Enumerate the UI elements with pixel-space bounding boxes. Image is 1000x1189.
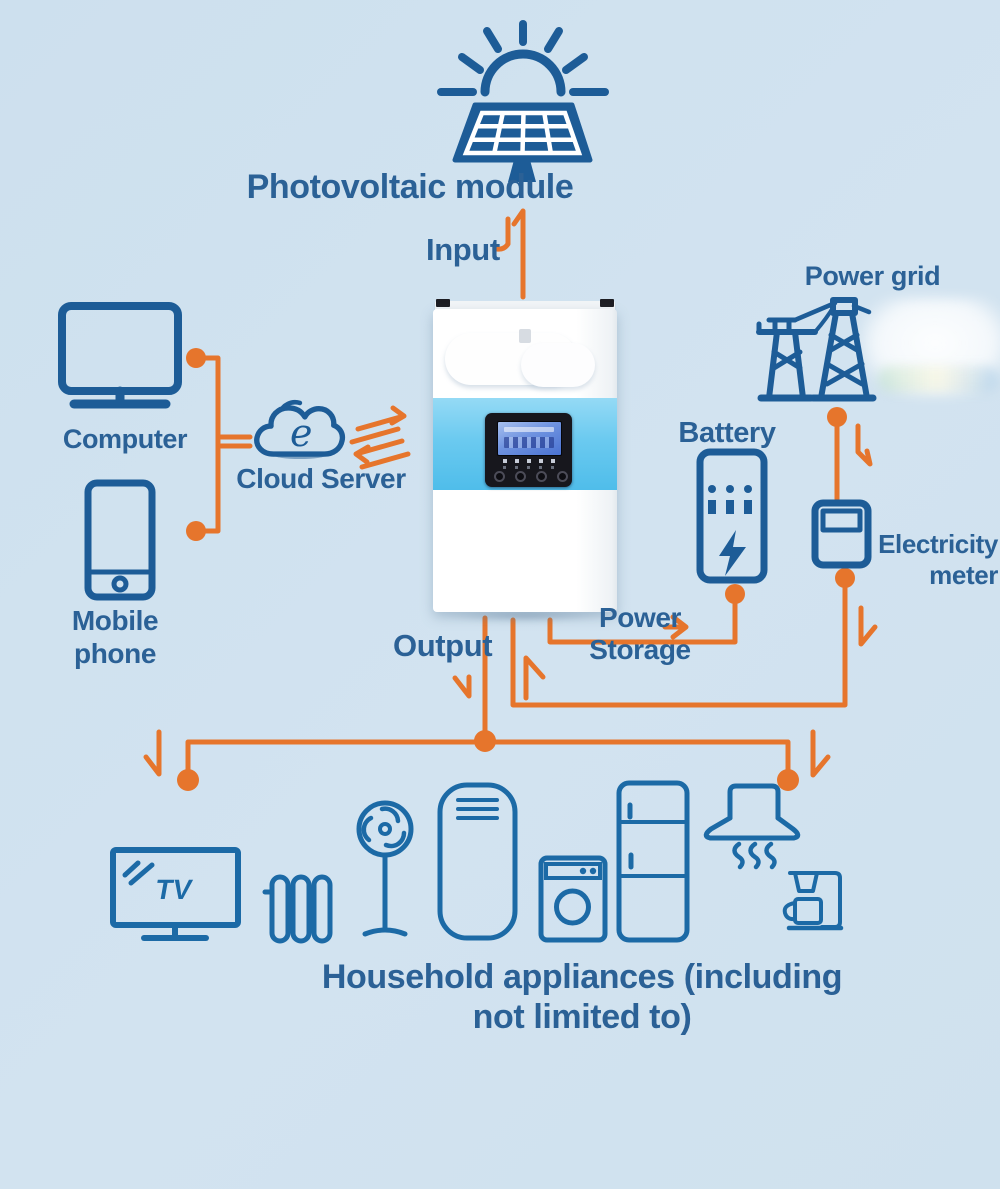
connector-dots <box>177 348 855 791</box>
arrow-bus-right-down <box>810 729 831 778</box>
connector-computer-phone <box>193 355 221 534</box>
towers-icon <box>755 290 880 405</box>
connector-input-long-arrow <box>511 208 526 300</box>
phone-icon <box>82 478 162 603</box>
radiator-icon <box>262 870 342 950</box>
inverter-shadow <box>441 609 609 622</box>
photovoltaic-label: Photovoltaic module <box>246 168 574 206</box>
connector-inverter-battery <box>547 593 738 645</box>
panel <box>452 102 593 182</box>
inverter-control-panel <box>485 413 572 487</box>
inverter-button-1 <box>494 471 505 482</box>
mobile-phone-label: Mobile phone <box>71 605 159 669</box>
exchange-arrows-icon <box>349 405 411 470</box>
washing-machine-icon <box>535 852 613 947</box>
inverter-mount-tab-right <box>600 299 614 307</box>
arrow-inverter-up <box>523 655 546 701</box>
solar-panel-icon <box>425 20 625 197</box>
electricity-meter-label: Electricity meter <box>878 529 998 590</box>
battery-terminals <box>708 485 752 576</box>
watermark-smudge <box>878 366 998 392</box>
tv-icon: TV <box>105 845 250 950</box>
power-grid-label: Power grid <box>804 261 941 291</box>
tv-label: TV <box>153 873 195 905</box>
inverter-body <box>433 309 617 612</box>
cloud-letter: e <box>290 411 312 455</box>
computer-label: Computer <box>62 424 188 454</box>
input-label: Input <box>426 232 500 267</box>
connector-meter-inverter <box>510 577 848 708</box>
cloud-icon: e <box>252 398 347 464</box>
coffee-maker-icon <box>775 865 853 937</box>
meter-icon <box>808 497 878 575</box>
tower-air-conditioner-icon <box>432 780 522 945</box>
refrigerator-icon <box>613 778 695 948</box>
inverter-button-4 <box>557 471 568 482</box>
inverter-button-3 <box>536 471 547 482</box>
connector-input-short-arrow <box>494 216 511 252</box>
inverter-device <box>433 299 617 612</box>
arrow-grid-down <box>855 423 873 467</box>
inverter-mount-tab-left <box>436 299 450 307</box>
range-hood-icon <box>698 780 813 872</box>
monitor-icon <box>55 300 205 415</box>
cloud-outline <box>254 405 346 457</box>
arrow-output-down <box>452 674 472 699</box>
standing-fan-icon <box>352 795 422 945</box>
arrow-storage-right <box>662 614 689 640</box>
inverter-indicator-leds <box>503 459 555 463</box>
inverter-vent <box>519 329 531 343</box>
battery-label: Battery <box>678 417 776 449</box>
household-caption: Household appliances (including not limi… <box>321 958 843 1036</box>
inverter-button-2 <box>515 471 526 482</box>
arrow-bus-left-down <box>143 729 162 777</box>
inverter-lcd-screen <box>497 421 562 456</box>
output-label: Output <box>393 628 493 663</box>
cloud-server-label: Cloud Server <box>236 463 406 494</box>
power-storage-label: Power Storage <box>589 602 691 665</box>
battery-icon <box>695 448 775 588</box>
sun-icon <box>437 20 609 97</box>
inverter-cloud-emboss2 <box>521 343 595 387</box>
inverter-top-rail <box>435 301 615 311</box>
arrow-meter-down <box>858 605 878 647</box>
lightning-bolt-icon <box>719 530 746 576</box>
connector-cloud-link <box>218 434 253 449</box>
